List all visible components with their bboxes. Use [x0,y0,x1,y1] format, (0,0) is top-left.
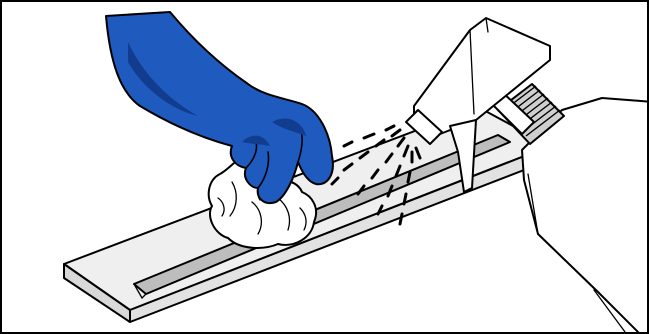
cleaning-illustration [2,2,649,334]
illustration-frame [0,0,649,334]
